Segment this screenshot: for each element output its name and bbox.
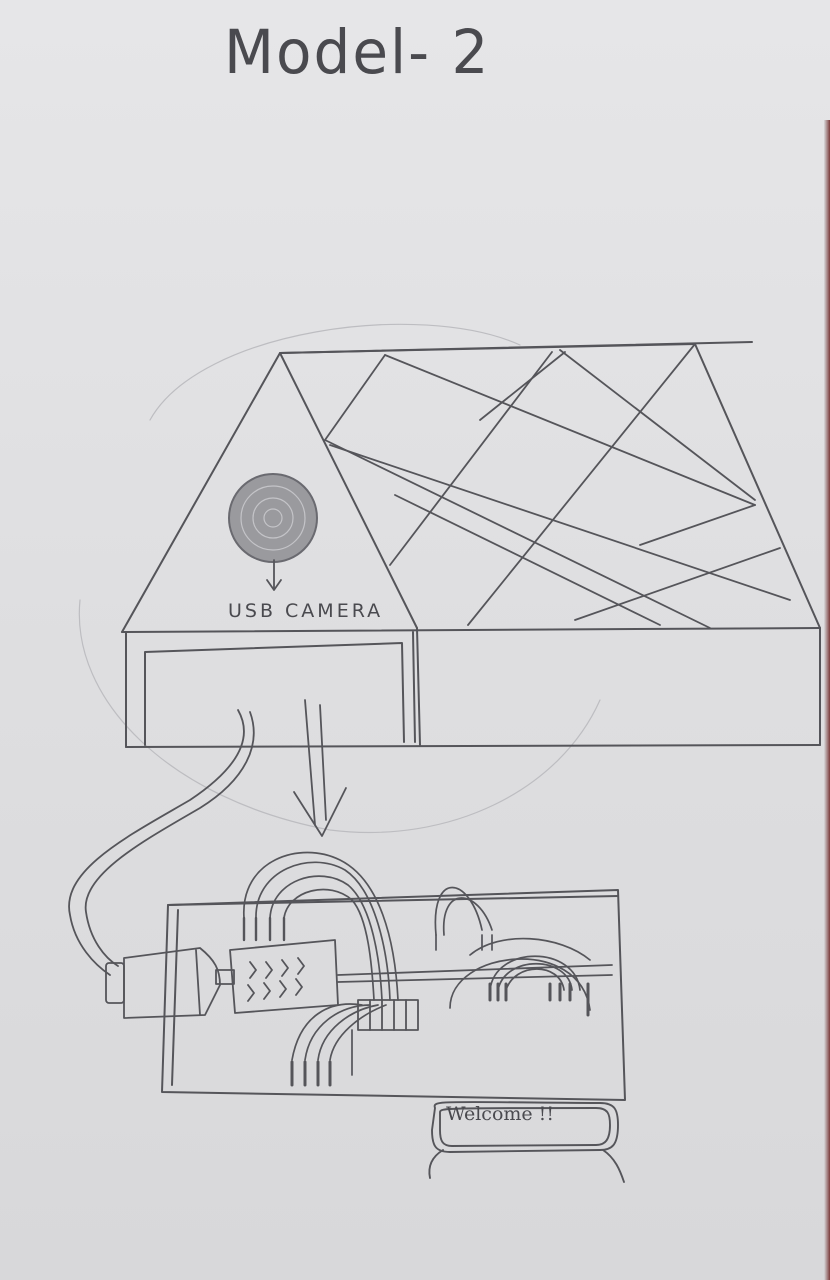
display-text: Welcome !! — [446, 1103, 554, 1125]
chip-header-pins — [244, 918, 284, 940]
usb-camera-label: USB CAMERA — [228, 600, 383, 622]
camera-pointer-arrow — [267, 560, 281, 590]
house-walls — [126, 628, 820, 747]
house-roof — [122, 342, 820, 632]
down-arrow-icon — [294, 700, 346, 836]
usb-camera-icon — [229, 474, 317, 562]
right-pins — [490, 984, 588, 1015]
usb-plug — [106, 948, 220, 1018]
circuit-board — [162, 890, 625, 1100]
microcontroller-chip — [216, 940, 612, 1013]
erased-guide-circle — [79, 324, 600, 832]
usb-cable — [69, 710, 254, 975]
right-arch-wires — [435, 888, 492, 951]
bottom-pins — [292, 1062, 330, 1085]
